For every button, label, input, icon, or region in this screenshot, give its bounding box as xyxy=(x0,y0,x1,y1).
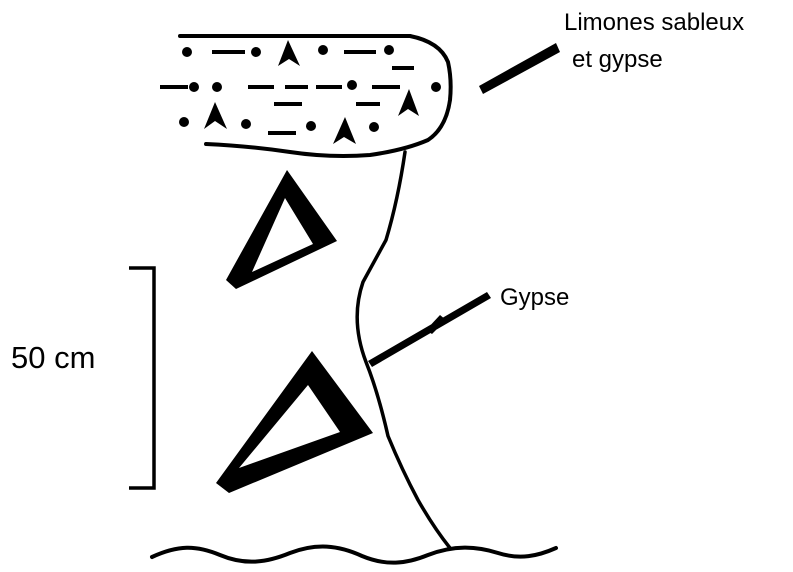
large-crystal-upper xyxy=(226,170,337,289)
small-crystal-icon xyxy=(204,102,227,129)
small-crystal-icon xyxy=(333,117,356,144)
small-crystal-icon xyxy=(398,89,419,116)
gypsum-pointer-arrow xyxy=(368,292,491,367)
silt-pattern xyxy=(160,40,441,144)
ground-line xyxy=(152,547,556,563)
large-gypsum-crystals xyxy=(216,170,373,493)
silt-label-line2: et gypse xyxy=(572,46,663,73)
small-crystal-icon xyxy=(278,40,300,66)
large-crystal-lower xyxy=(216,351,373,493)
silt-label-line1: Limones sableux xyxy=(564,9,744,36)
scale-bar xyxy=(129,268,154,488)
gypsum-label: Gypse xyxy=(500,284,569,311)
gypsum-pillar-outline xyxy=(357,152,450,548)
silt-pointer-arrow xyxy=(479,43,560,94)
scale-label: 50 cm xyxy=(11,340,95,375)
